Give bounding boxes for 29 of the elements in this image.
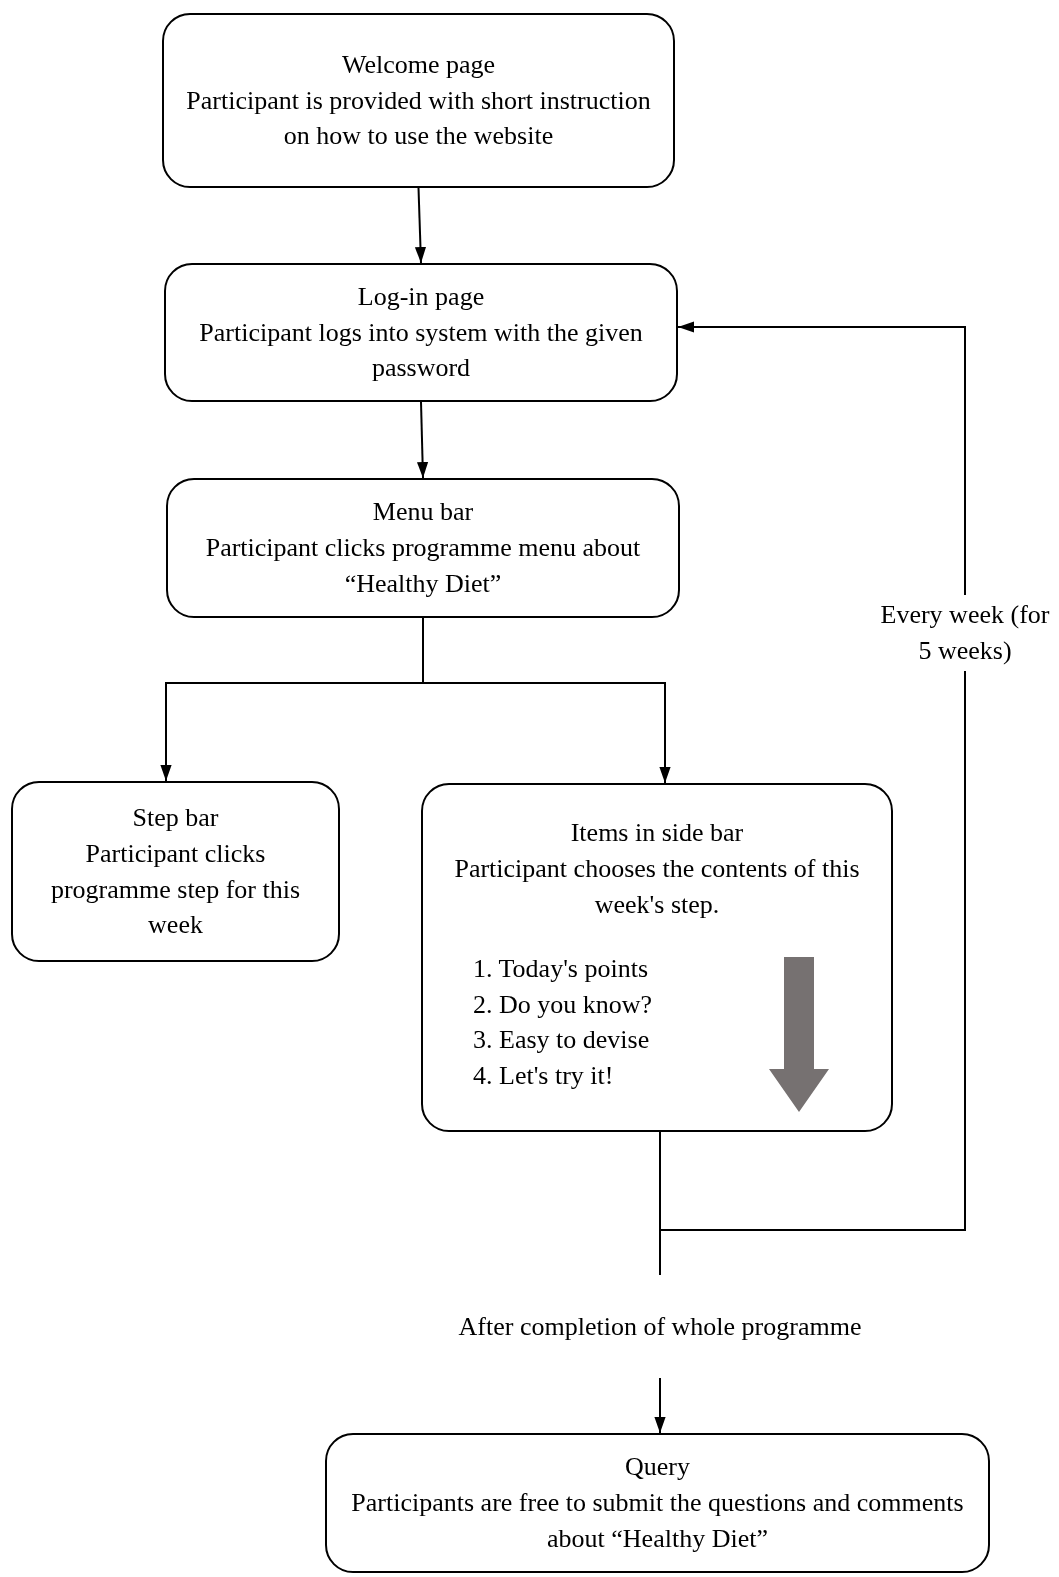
box-description: Participant logs into system with the given password xyxy=(198,316,644,385)
process-box xyxy=(11,781,340,962)
connector-arrow xyxy=(659,321,966,1231)
connector-arrow xyxy=(414,187,427,264)
connector-arrow xyxy=(422,617,671,784)
box-heading: Log-in page xyxy=(356,280,486,313)
process-box xyxy=(325,1433,990,1573)
box-description: Participant clicks programme menu about “Healthy Diet” xyxy=(204,532,642,600)
list-item: 3. Easy to devise xyxy=(472,1024,651,1057)
edge-label: Every week (for 5 weeks) xyxy=(880,595,1050,671)
box-heading: Menu bar xyxy=(371,496,475,529)
box-heading: After completion of whole programme xyxy=(457,1310,863,1343)
box-heading: Query xyxy=(624,1451,691,1484)
box-description: Participant is provided with short instruction on how to use the website xyxy=(185,84,652,153)
process-box xyxy=(164,263,678,402)
list-item: 1. Today's points xyxy=(472,952,649,985)
list-item: 2. Do you know? xyxy=(472,988,654,1021)
process-box xyxy=(421,783,893,1132)
connector-arrow xyxy=(417,401,429,479)
connector-arrow xyxy=(654,1377,666,1434)
box-description: Participant clicks programme step for this week xyxy=(49,837,302,942)
box-heading: Welcome page xyxy=(340,48,497,81)
process-box xyxy=(162,13,675,188)
box-description: Participants are free to submit the questions and comments about “Healthy Diet” xyxy=(350,1487,965,1555)
process-box xyxy=(166,478,680,618)
box-heading: Step bar xyxy=(131,801,220,834)
box-heading: Items in side bar xyxy=(569,817,745,849)
list-item: 4. Let's try it! xyxy=(472,1060,615,1093)
box-description: Participant chooses the contents of this week's step. xyxy=(453,852,861,921)
